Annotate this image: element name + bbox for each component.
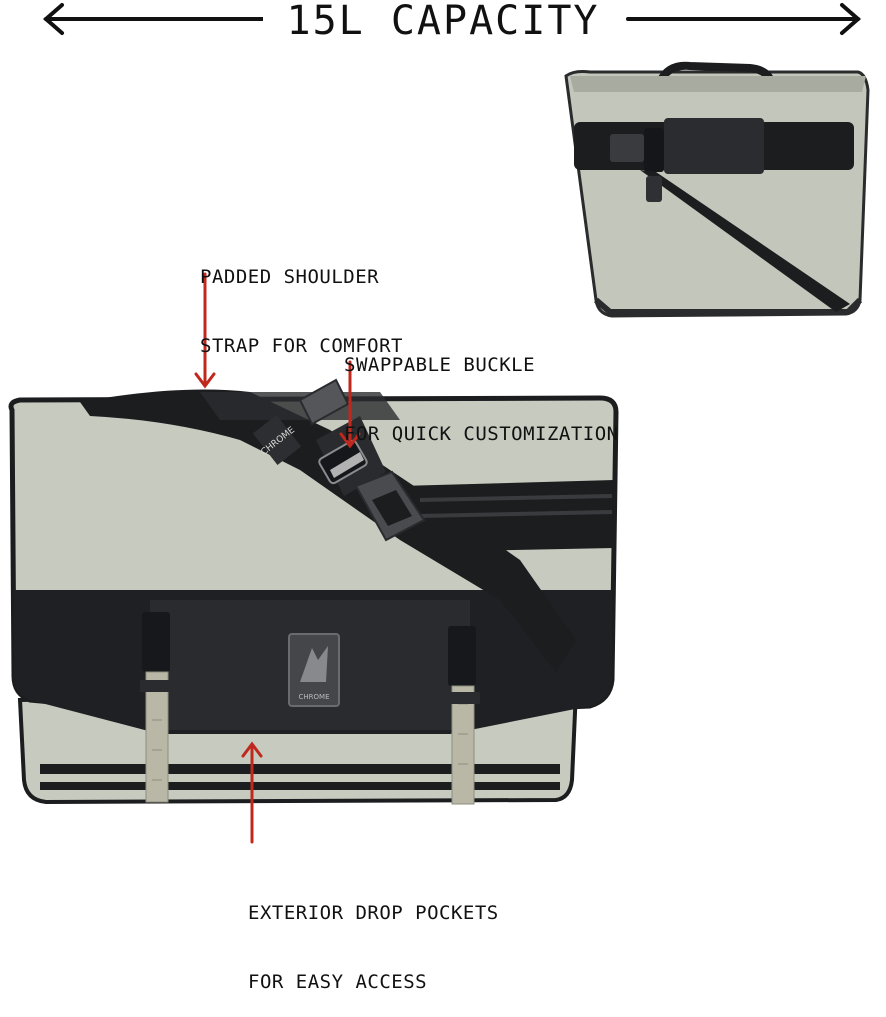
capacity-arrow <box>42 3 862 35</box>
callout-arrows <box>194 272 361 844</box>
pockets-line2: FOR EASY ACCESS <box>248 971 428 993</box>
bag-back-view <box>564 61 870 318</box>
capacity-label: 15L CAPACITY <box>262 0 624 44</box>
patch-logo-text: CHROME <box>299 693 330 701</box>
left-flap-strap <box>140 612 174 803</box>
right-flap-strap <box>446 626 480 805</box>
buckle-caption: SWAPPABLE BUCKLE FOR QUICK CUSTOMIZATION <box>344 308 619 469</box>
shoulder-strap-line1: PADDED SHOULDER <box>200 266 380 288</box>
buckle-line2: FOR QUICK CUSTOMIZATION <box>344 423 619 445</box>
pockets-caption: EXTERIOR DROP POCKETS FOR EASY ACCESS <box>248 856 499 1017</box>
product-illustration: CHROME CHROME <box>8 3 870 844</box>
shoulder-strap-caption: PADDED SHOULDER STRAP FOR COMFORT <box>200 220 403 381</box>
pockets-line1: EXTERIOR DROP POCKETS <box>248 902 499 924</box>
buckle-line1: SWAPPABLE BUCKLE <box>344 354 536 376</box>
shoulder-strap-line2: STRAP FOR COMFORT <box>200 335 403 357</box>
bag-front-view: CHROME CHROME <box>8 378 619 805</box>
buckle <box>298 378 426 542</box>
capacity-title: 15L CAPACITY <box>0 0 886 44</box>
